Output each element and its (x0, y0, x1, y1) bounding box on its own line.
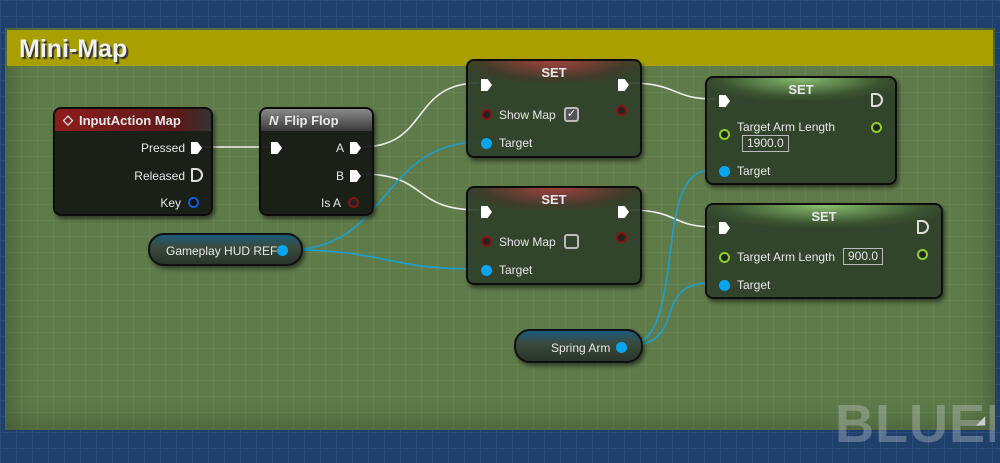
b-exec-pin[interactable] (350, 170, 361, 182)
resize-handle-icon[interactable]: ◢ (976, 413, 986, 427)
pin-label: Target (737, 278, 771, 292)
show-map-out-pin[interactable] (616, 105, 627, 116)
set-show-map-false-node[interactable]: SET Show Map Target (466, 186, 642, 285)
input-action-diamond-icon: ◇ (63, 112, 73, 127)
target-pin[interactable] (481, 265, 492, 276)
show-map-checkbox[interactable] (564, 234, 579, 249)
exec-out-pin[interactable] (917, 220, 929, 234)
node-title: SET (811, 208, 837, 224)
target-arm-length-out-pin[interactable] (871, 122, 882, 133)
pin-label-key: Key (160, 196, 181, 210)
pin-label-pressed: Pressed (140, 141, 185, 155)
exec-in-pin[interactable] (481, 79, 492, 91)
exec-in-pin[interactable] (271, 142, 282, 154)
target-arm-length-input[interactable]: 900.0 (843, 248, 884, 265)
blueprint-watermark: BLUEPRINT (835, 394, 995, 454)
target-arm-length-pin[interactable] (719, 129, 730, 140)
set-target-arm-length-900-node[interactable]: SET Target Arm Length 900.0 Target (705, 203, 943, 299)
comment-title: Mini-Map (19, 35, 128, 63)
hud-ref-output-pin[interactable] (277, 245, 288, 256)
pin-label: Target (499, 136, 533, 150)
target-pin[interactable] (719, 166, 730, 177)
target-pin[interactable] (481, 138, 492, 149)
pin-label: Target (499, 263, 533, 277)
pin-label: Show Map (499, 108, 556, 122)
exec-in-pin[interactable] (719, 95, 730, 107)
spring-arm-node[interactable]: Spring Arm (514, 329, 643, 363)
pin-label: Target Arm Length (737, 120, 836, 134)
node-title: SET (541, 64, 567, 80)
exec-out-pin[interactable] (871, 93, 883, 107)
node-title: Flip Flop (284, 112, 339, 128)
pin-label-released: Released (134, 169, 185, 183)
pin-label-is-a: Is A (320, 196, 341, 210)
gameplay-hud-ref-node[interactable]: Gameplay HUD REF (148, 233, 303, 266)
key-pin[interactable] (188, 197, 199, 208)
is-a-pin[interactable] (348, 197, 359, 208)
show-map-pin[interactable] (481, 236, 492, 247)
node-title: InputAction Map (79, 112, 181, 128)
target-pin[interactable] (719, 280, 730, 291)
flip-flop-icon: N (269, 112, 279, 128)
node-label: Gameplay HUD REF (166, 244, 278, 258)
show-map-pin[interactable] (481, 109, 492, 120)
pressed-exec-pin[interactable] (191, 142, 202, 154)
pin-label: Target Arm Length (737, 250, 836, 264)
pin-label-a: A (335, 141, 344, 155)
target-arm-length-pin[interactable] (719, 252, 730, 263)
exec-out-pin[interactable] (618, 206, 629, 218)
node-title: SET (788, 81, 814, 97)
flip-flop-node[interactable]: N Flip Flop A B Is A (259, 107, 374, 216)
show-map-checkbox[interactable]: ✓ (564, 107, 579, 122)
set-target-arm-length-1900-node[interactable]: SET Target Arm Length 1900.0 Target (705, 76, 897, 185)
pin-label-b: B (335, 169, 344, 183)
exec-in-pin[interactable] (481, 206, 492, 218)
pin-label: Show Map (499, 235, 556, 249)
pin-label: Target (737, 164, 771, 178)
released-exec-pin[interactable] (191, 168, 203, 182)
exec-out-pin[interactable] (618, 79, 629, 91)
show-map-out-pin[interactable] (616, 232, 627, 243)
node-title: SET (541, 191, 567, 207)
node-label: Spring Arm (551, 341, 611, 355)
set-show-map-true-node[interactable]: SET Show Map ✓ Target (466, 59, 642, 158)
target-arm-length-input[interactable]: 1900.0 (742, 135, 789, 152)
a-exec-pin[interactable] (350, 142, 361, 154)
target-arm-length-out-pin[interactable] (917, 249, 928, 260)
input-action-map-node[interactable]: ◇ InputAction Map Pressed Released Key (53, 107, 213, 216)
spring-arm-output-pin[interactable] (616, 342, 627, 353)
exec-in-pin[interactable] (719, 222, 730, 234)
